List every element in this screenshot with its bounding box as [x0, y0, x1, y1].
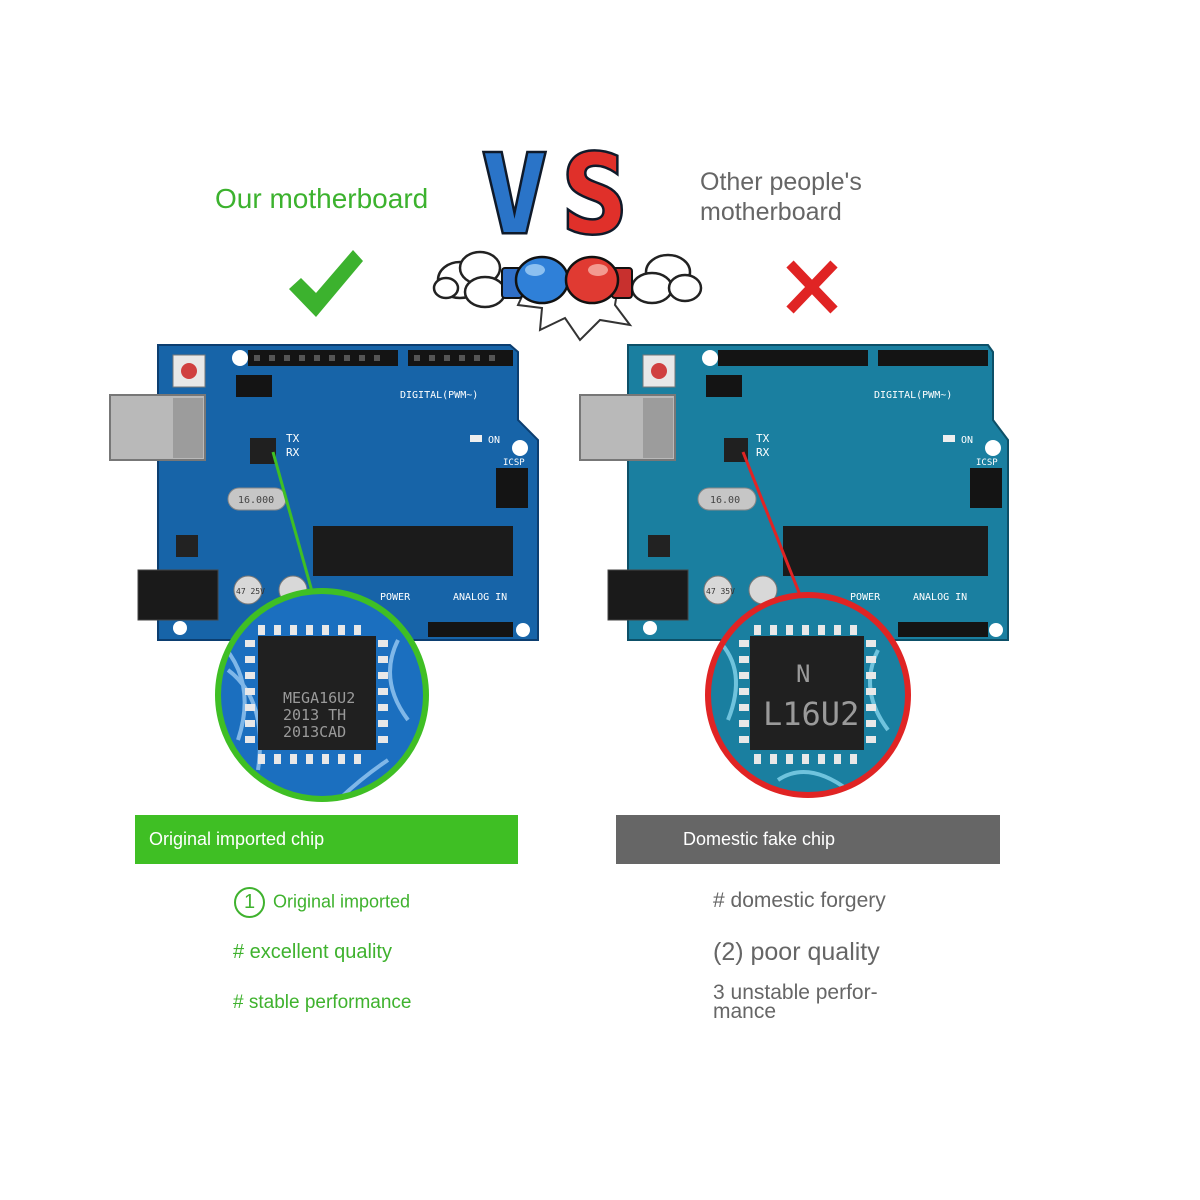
chip-text-line3: 2013CAD [283, 723, 346, 741]
digital-label: DIGITAL(PWM~) [874, 390, 952, 401]
feature-unstable-line1: 3 unstable perfor- [713, 981, 878, 1004]
on-label: ON [488, 435, 500, 446]
cross-icon [786, 260, 838, 314]
chip-text-line1: MEGA16U2 [283, 689, 355, 707]
other-title-line2: motherboard [700, 198, 842, 226]
digital-label: DIGITAL(PWM~) [400, 390, 478, 401]
tx-label: TX [756, 432, 770, 445]
feature-unstable-line2: mance [713, 1000, 777, 1023]
smoke-cloud-left [432, 250, 507, 309]
check-icon [289, 250, 363, 317]
crystal-label: 16.000 [238, 495, 274, 506]
power-label: POWER [850, 592, 881, 603]
fake-chip-text-line1: N [796, 660, 810, 688]
fake-chip-bar: Domestic fake chip [616, 815, 1000, 864]
svg-text:V: V [482, 140, 547, 258]
other-arduino-board: 16.00 ICSP ON TX RX DIGITAL(PWM~) 47 35V… [579, 344, 1009, 798]
rx-label: RX [286, 446, 300, 459]
cap-label-right: 47 35V [706, 587, 735, 596]
feature-original-imported-text: Original imported [273, 891, 411, 912]
our-motherboard-title: Our motherboard [215, 183, 429, 214]
other-motherboard-title: Other people's motherboard [700, 167, 940, 227]
fake-chip-text-line2: L16U2 [763, 695, 859, 733]
cap-label-left: 47 25V [236, 587, 265, 596]
svg-text:S: S [562, 140, 627, 258]
analog-label: ANALOG IN [453, 592, 507, 603]
feature-excellent-quality: # excellent quality [233, 941, 392, 963]
icsp-label: ICSP [503, 458, 525, 468]
other-title-line1: Other people's [700, 168, 862, 196]
red-glove-icon [564, 255, 633, 305]
feature-poor-quality: (2) poor quality [713, 938, 880, 966]
feature-domestic-forgery: # domestic forgery [713, 889, 886, 912]
circled-number-icon: 1 [234, 887, 265, 918]
chip-text-line2: 2013 TH [283, 706, 346, 724]
tx-label: TX [286, 432, 300, 445]
power-label: POWER [380, 592, 411, 603]
icsp-label: ICSP [976, 458, 998, 468]
smoke-cloud-right [630, 253, 703, 305]
analog-label: ANALOG IN [913, 592, 967, 603]
original-chip-bar: Original imported chip [135, 815, 518, 864]
feature-stable-performance: # stable performance [233, 992, 412, 1013]
vs-logo: V S [432, 140, 703, 342]
feature-original-imported: 1 Original imported [234, 887, 410, 918]
crystal-label: 16.00 [710, 495, 740, 506]
feature-unstable-performance: 3 unstable perfor- mance [713, 981, 878, 1023]
rx-label: RX [756, 446, 770, 459]
our-arduino-board: 16.000 ICSP ON TX RX DIGITAL(PWM~) 47 25… [109, 344, 539, 802]
blue-glove-icon [501, 255, 570, 305]
on-label: ON [961, 435, 973, 446]
